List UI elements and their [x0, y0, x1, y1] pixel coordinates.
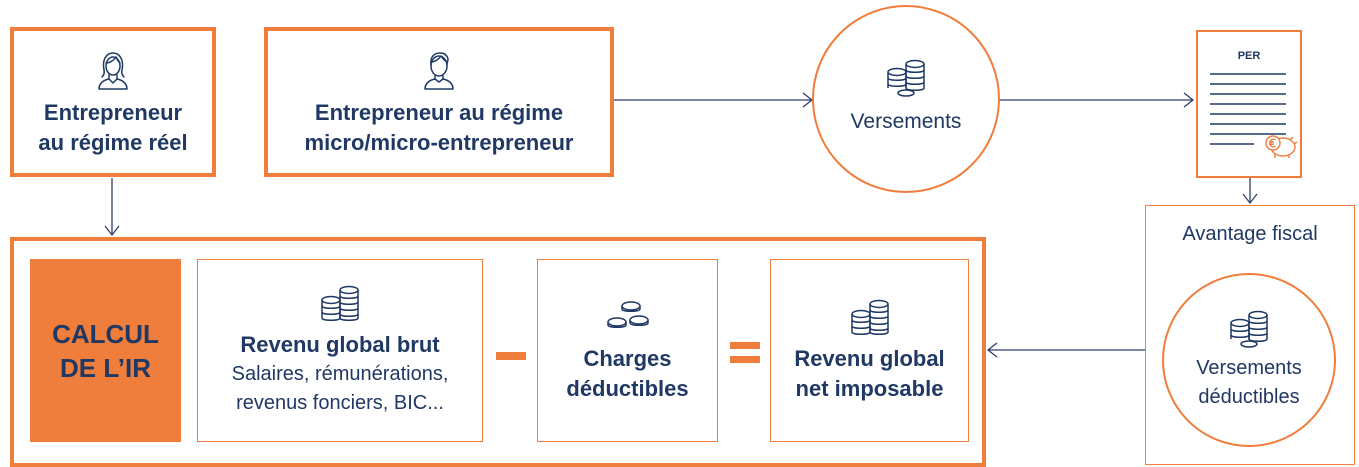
calcul-ir-title-line1: CALCUL: [52, 318, 159, 349]
per-document-title: PER: [1237, 50, 1261, 62]
coin-stacks-icon: [883, 57, 929, 97]
coins-icon: [605, 298, 651, 338]
revenu-net-box: Revenu global net imposable: [770, 259, 969, 442]
piggy-bank-euro-icon: [1264, 132, 1298, 160]
revenu-net-label-line2: net imposable: [795, 375, 944, 401]
entrepreneur-micro-box: Entrepreneur au régime micro/micro-entre…: [264, 27, 614, 177]
calcul-ir-title-line2: DE L’IR: [59, 352, 151, 383]
woman-user-icon: [96, 50, 130, 90]
avantage-fiscal-title: Avantage fiscal: [1182, 223, 1318, 245]
minus-sign: [496, 352, 526, 360]
calcul-ir-title-box: CALCUL DE L’IR: [30, 259, 181, 442]
man-user-icon: [422, 50, 456, 90]
versements-circle: Versements: [812, 5, 1000, 193]
coin-stacks-icon: [317, 284, 363, 324]
entrepreneur-micro-label-line1: Entrepreneur au régime: [314, 100, 564, 125]
versements-deductibles-line1: Versements: [1196, 357, 1302, 379]
entrepreneur-micro-label-line2: micro/micro-entrepreneur: [304, 130, 574, 155]
revenu-brut-box: Revenu global brut Salaires, rémunératio…: [197, 259, 483, 442]
revenu-net-label-line1: Revenu global: [794, 345, 945, 371]
charges-label-line2: déductibles: [566, 375, 689, 401]
charges-deductibles-box: Charges déductibles: [537, 259, 718, 442]
per-document: PER: [1196, 30, 1302, 178]
revenu-brut-desc-line2: revenus fonciers, BIC...: [236, 391, 444, 414]
entrepreneur-reel-label-line2: au régime réel: [38, 130, 188, 155]
entrepreneur-reel-box: Entrepreneur au régime réel: [10, 27, 216, 177]
versements-label: Versements: [850, 109, 962, 133]
equals-sign: [730, 342, 760, 364]
entrepreneur-reel-label-line1: Entrepreneur: [43, 100, 183, 125]
coin-stacks-icon: [847, 298, 893, 338]
revenu-brut-desc-line1: Salaires, rémunérations,: [231, 362, 449, 385]
document-lines: [1210, 73, 1286, 145]
coin-stacks-icon: [1226, 308, 1272, 348]
connector-arrows: [104, 92, 1258, 358]
charges-label-line1: Charges: [583, 345, 672, 371]
revenu-brut-title: Revenu global brut: [240, 331, 440, 357]
avantage-fiscal-box: Avantage fiscal Versements déductibles: [1145, 205, 1355, 465]
versements-deductibles-line2: déductibles: [1198, 386, 1300, 408]
versements-deductibles-circle: Versements déductibles: [1162, 273, 1336, 447]
